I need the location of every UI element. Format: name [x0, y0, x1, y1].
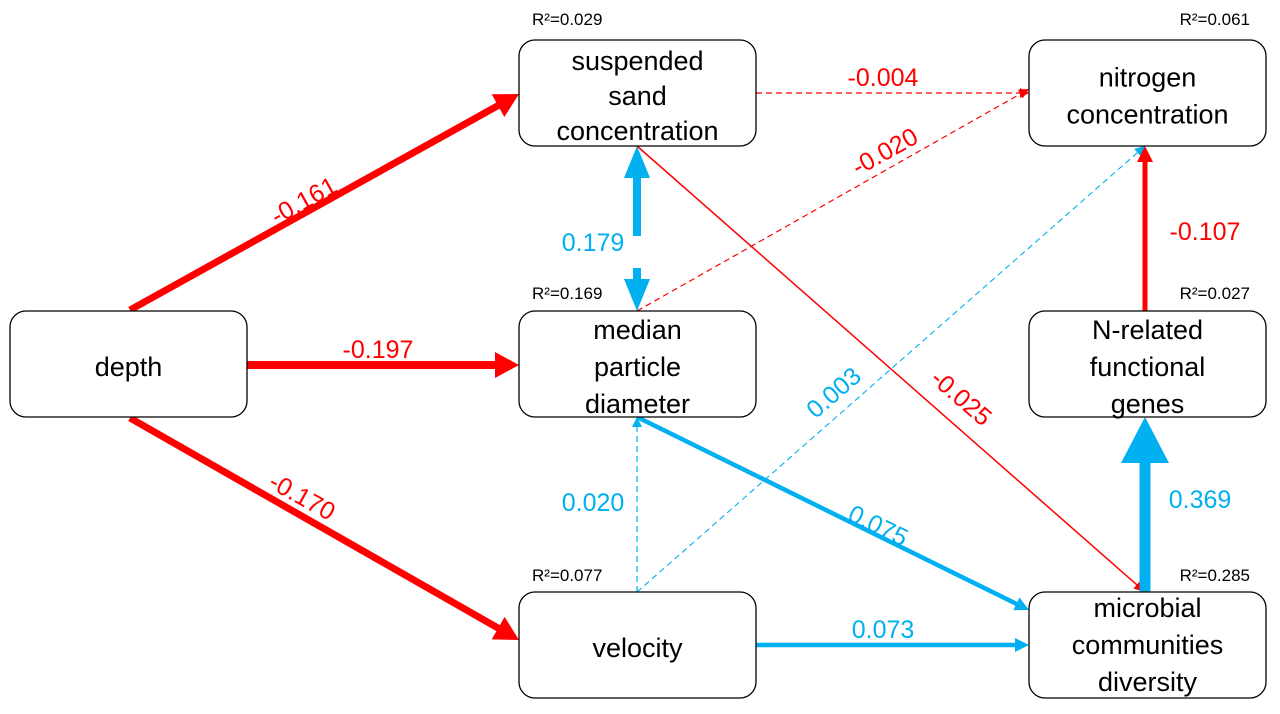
node-box	[1028, 591, 1267, 699]
arrow-head	[491, 94, 519, 118]
arrow-head	[1137, 146, 1153, 162]
node-mpd: median particle diameter	[518, 310, 757, 419]
node-box	[1028, 310, 1267, 418]
arrow-head	[1017, 89, 1029, 99]
node-box	[518, 310, 757, 418]
edge-line	[636, 145, 1139, 587]
edge-label-velocity-microbial: 0.073	[852, 616, 915, 644]
node-label-line: communities	[1072, 630, 1224, 660]
edge-ngenes-nitrogen	[1137, 146, 1153, 311]
arrow-head	[491, 616, 519, 640]
arrow-head	[624, 279, 650, 311]
node-velocity: velocity	[518, 591, 757, 699]
edge-label-mpd-nitrogen: -0.020	[847, 123, 923, 182]
node-box	[518, 591, 757, 699]
node-ngenes: N-related functional genes	[1028, 310, 1267, 419]
edge-label-velocity-nitrogen: 0.003	[801, 362, 867, 424]
node-box	[1028, 39, 1267, 147]
edge-depth-mpd	[247, 352, 519, 378]
node-nitrogen: nitrogen concentration	[1028, 39, 1267, 147]
r2-label-nitrogen: R²=0.061	[1180, 10, 1250, 29]
node-label-line: concentration	[1066, 100, 1228, 130]
node-label-line: diameter	[585, 389, 690, 419]
node-label-line: median	[593, 315, 682, 345]
edges-layer	[128, 88, 1169, 652]
node-box	[9, 310, 248, 418]
edge-label-depth-mpd: -0.197	[343, 336, 414, 364]
arrow-head	[632, 417, 642, 427]
edge-depth-ssc	[128, 94, 519, 314]
edge-label-mpd-microbial: 0.075	[844, 500, 913, 553]
node-label-line: functional	[1090, 352, 1206, 382]
edge-label-ngenes-nitrogen: -0.107	[1170, 218, 1241, 246]
node-ssc: suspended sand concentration	[518, 39, 757, 147]
edge-label-depth-ssc: -0.161	[266, 172, 342, 231]
edge-depth-velocity	[128, 414, 519, 640]
arrow-head	[495, 352, 519, 378]
edge-label-ssc-nitrogen: -0.004	[848, 64, 919, 92]
edge-mpd-microbial	[636, 414, 1029, 611]
edge-line	[636, 151, 1139, 593]
edge-label-ssc-mpd: 0.179	[562, 229, 625, 257]
edge-line	[636, 92, 1022, 312]
node-label-line: velocity	[592, 633, 683, 663]
r2-label-ssc: R²=0.029	[532, 10, 602, 29]
arrow-head	[1015, 638, 1029, 652]
node-depth: depth	[9, 310, 248, 418]
r2-label-velocity: R²=0.077	[532, 566, 602, 585]
node-label-line: N-related	[1092, 315, 1203, 345]
edge-label-velocity-mpd: 0.020	[562, 489, 625, 517]
arrow-head	[624, 146, 650, 178]
edge-label-ssc-microbial: -0.025	[925, 364, 997, 432]
edge-velocity-microbial	[756, 638, 1029, 652]
nodes-layer: depth suspended sand concentration median par…	[9, 39, 1267, 699]
node-label-line: sand	[608, 81, 667, 111]
node-box	[518, 39, 757, 147]
edge-ssc-mpd	[624, 146, 650, 311]
node-label-line: nitrogen	[1099, 63, 1197, 93]
arrow-head	[1121, 417, 1169, 463]
node-label-line: diversity	[1098, 667, 1198, 697]
node-label-line: genes	[1111, 389, 1185, 419]
node-label-line: microbial	[1093, 593, 1201, 623]
node-label-line: depth	[95, 352, 163, 382]
r2-label-mpd: R²=0.169	[532, 284, 602, 303]
edge-line	[636, 414, 1019, 607]
r2-label-ngenes: R²=0.027	[1180, 284, 1250, 303]
edge-line	[128, 414, 502, 633]
edge-velocity-mpd	[632, 417, 642, 592]
node-label-line: concentration	[556, 116, 718, 146]
arrow-head	[1013, 597, 1029, 611]
node-label-line: particle	[594, 352, 681, 382]
node-microbial: microbial communities diversity	[1028, 591, 1267, 699]
edge-microbial-ngenes	[1121, 417, 1169, 592]
edge-mpd-nitrogen	[636, 89, 1029, 312]
r2-label-microbial: R²=0.285	[1180, 566, 1250, 585]
edge-velocity-nitrogen	[636, 146, 1145, 593]
edge-label-microbial-ngenes: 0.369	[1169, 486, 1232, 514]
node-label-line: suspended	[571, 46, 703, 76]
edge-line	[128, 101, 502, 314]
arrow-head	[1134, 146, 1145, 157]
